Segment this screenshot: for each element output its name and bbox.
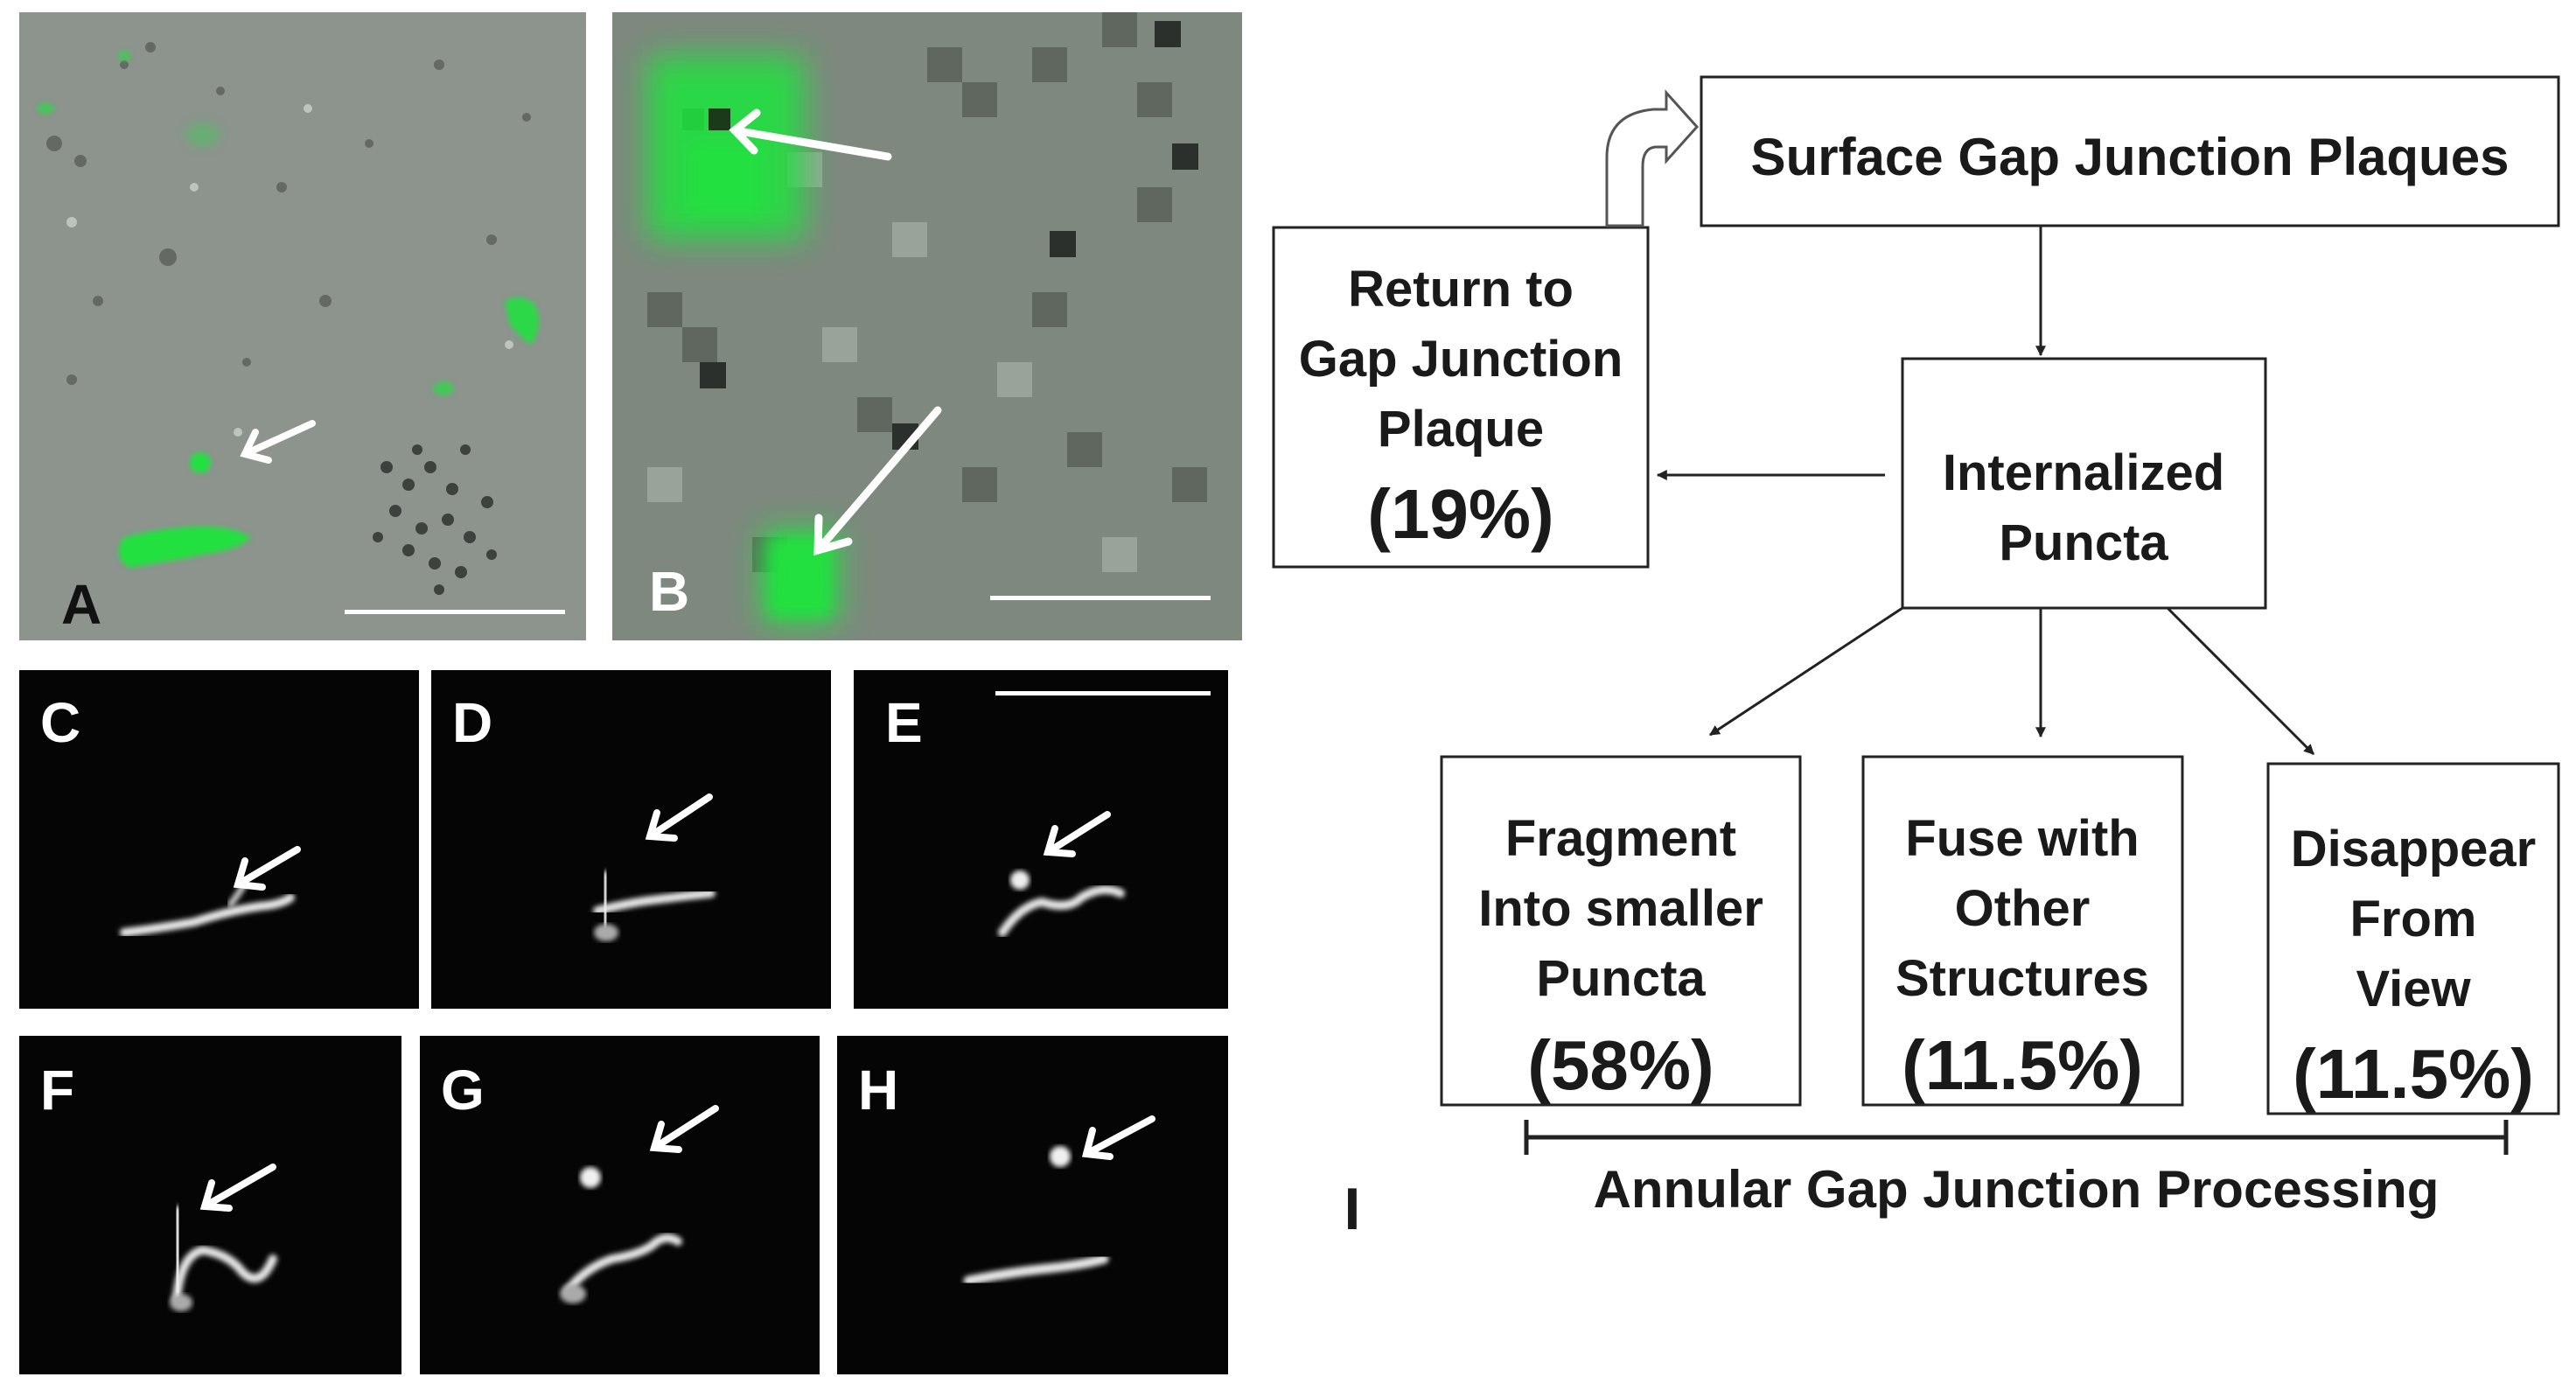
- micrograph-panel-h: H: [837, 1036, 1228, 1374]
- micrograph-panel-b: B: [612, 12, 1242, 640]
- disappear-percentage: (11.5%): [2293, 1035, 2534, 1113]
- micrograph-panel-c: C: [19, 670, 419, 1009]
- fragment-percentage: (58%): [1527, 1026, 1714, 1104]
- arrow-internalized-to-disappear: [2166, 606, 2315, 756]
- panel-label-e: E: [885, 691, 923, 754]
- disappear-line-2: From: [2350, 891, 2477, 947]
- micrograph-e-image: [995, 691, 1211, 937]
- panel-label-h: H: [858, 1059, 899, 1122]
- internalized-line-2: Puncta: [1999, 514, 2168, 571]
- return-line-2: Gap Junction: [1299, 331, 1623, 388]
- return-line-1: Return to: [1348, 261, 1574, 318]
- return-loop-arrow: [1605, 89, 1700, 227]
- panel-label-f: F: [40, 1059, 75, 1122]
- panel-label-d: D: [452, 691, 493, 754]
- fuse-line-3: Structures: [1895, 950, 2149, 1007]
- micrograph-g-image: [560, 1105, 719, 1304]
- panel-label-b: B: [649, 560, 690, 623]
- disappear-line-1: Disappear: [2291, 821, 2536, 877]
- micrograph-a-image: [19, 12, 586, 640]
- return-to-plaque-node: Return to Gap Junction Plaque (19%): [1272, 226, 1650, 569]
- micrograph-panel-g: G: [420, 1036, 820, 1374]
- return-percentage: (19%): [1367, 475, 1553, 553]
- panel-label-g: G: [441, 1059, 485, 1122]
- fuse-line-1: Fuse with: [1905, 810, 2139, 867]
- disappear-line-3: View: [2356, 961, 2471, 1017]
- fragment-line-3: Puncta: [1536, 950, 1706, 1007]
- panel-label-a: A: [61, 573, 102, 636]
- micrograph-h-image: [963, 1115, 1155, 1286]
- internalized-puncta-node: Internalized Puncta: [1901, 357, 2267, 610]
- internalized-line-1: Internalized: [1943, 444, 2224, 501]
- arrow-internalized-to-fragment: [1708, 606, 1903, 737]
- fragment-line-1: Fragment: [1505, 810, 1736, 867]
- micrograph-f-image: [170, 1164, 277, 1311]
- micrograph-panel-a: A: [19, 12, 586, 640]
- fuse-percentage: (11.5%): [1902, 1026, 2143, 1104]
- micrograph-panel-d: D: [431, 670, 831, 1009]
- return-line-3: Plaque: [1378, 401, 1544, 458]
- surface-plaques-node: Surface Gap Junction Plaques: [1700, 75, 2560, 227]
- processing-label: Annular Gap Junction Processing: [1594, 1160, 2440, 1219]
- panel-label-c: C: [40, 691, 81, 754]
- surface-plaques-text: Surface Gap Junction Plaques: [1751, 128, 2510, 186]
- processing-bracket: [1524, 1120, 2509, 1155]
- fragment-node: Fragment Into smaller Puncta (58%): [1440, 755, 1802, 1107]
- fragment-line-2: Into smaller: [1478, 880, 1763, 937]
- micrograph-d-image: [593, 793, 716, 941]
- fuse-node: Fuse with Other Structures (11.5%): [1861, 755, 2184, 1107]
- micrograph-c-image: [120, 846, 301, 937]
- micrograph-b-image: [612, 12, 1242, 640]
- fuse-line-2: Other: [1955, 880, 2091, 937]
- flow-connectors: [1656, 226, 2315, 756]
- disappear-node: Disappear From View (11.5%): [2266, 762, 2560, 1115]
- micrograph-panel-f: F: [19, 1036, 401, 1374]
- micrograph-panel-e: E: [854, 670, 1228, 1009]
- panel-label-i: I: [1344, 1176, 1361, 1242]
